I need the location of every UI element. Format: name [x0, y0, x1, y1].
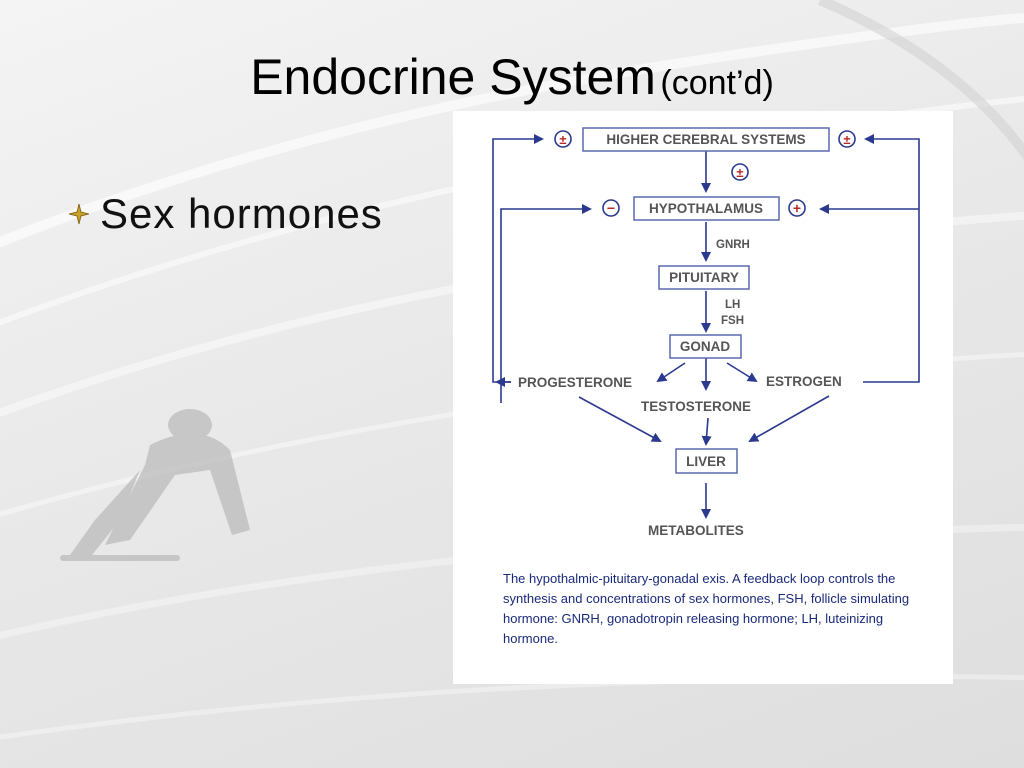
lh-label: LH [725, 299, 740, 311]
slide-title: Endocrine System (cont’d) [0, 48, 1024, 106]
title-suffix: (cont’d) [660, 64, 774, 102]
testosterone-label: TESTOSTERONE [641, 399, 751, 414]
diagram-caption: The hypothalmic-pituitary-gonadal exis. … [503, 571, 910, 646]
bullet-item: Sex hormones [68, 190, 383, 238]
feedback-lines [492, 134, 920, 519]
metabolites-label: METABOLITES [648, 523, 744, 538]
estrogen-label: ESTROGEN [766, 374, 842, 389]
fsh-label: FSH [721, 315, 744, 327]
svg-text:+: + [793, 200, 801, 216]
hypothalamus-label: HYPOTHALAMUS [649, 201, 763, 216]
title-main: Endocrine System [250, 49, 656, 105]
svg-text:±: ± [559, 132, 566, 147]
svg-text:±: ± [736, 165, 743, 180]
diagram-panel: HIGHER CEREBRAL SYSTEMS HYPOTHALAMUS PIT… [453, 111, 953, 684]
liver-label: LIVER [686, 454, 726, 469]
svg-text:−: − [607, 200, 615, 216]
svg-text:±: ± [843, 132, 850, 147]
liver-box [675, 448, 738, 474]
gnrh-label: GNRH [716, 239, 750, 251]
plus-minus-sign-left: ± [554, 130, 572, 148]
bullet-text: Sex hormones [100, 190, 383, 237]
plus-sign: + [788, 199, 806, 217]
minus-sign: − [602, 199, 620, 217]
pituitary-box [658, 265, 750, 290]
hypothalamus-box [633, 196, 780, 221]
higher-cerebral-box [582, 127, 830, 152]
plus-minus-sign-center: ± [731, 163, 749, 181]
sparkle-bullet-icon [68, 203, 90, 225]
gonad-box [669, 334, 742, 359]
node-labels: HIGHER CEREBRAL SYSTEMS HYPOTHALAMUS PIT… [606, 132, 805, 469]
gonad-label: GONAD [680, 339, 731, 354]
plus-minus-sign-right: ± [838, 130, 856, 148]
feedback-signs: ± ± ± − + [554, 130, 856, 217]
hpg-axis-diagram: HIGHER CEREBRAL SYSTEMS HYPOTHALAMUS PIT… [492, 127, 920, 538]
runner-silhouette [60, 409, 250, 561]
hormone-labels: GNRH LH FSH PROGESTERONE ESTROGEN TESTOS… [518, 239, 842, 538]
progesterone-label: PROGESTERONE [518, 375, 632, 390]
higher-cerebral-label: HIGHER CEREBRAL SYSTEMS [606, 132, 805, 147]
pituitary-label: PITUITARY [669, 270, 739, 285]
node-boxes [582, 127, 830, 474]
